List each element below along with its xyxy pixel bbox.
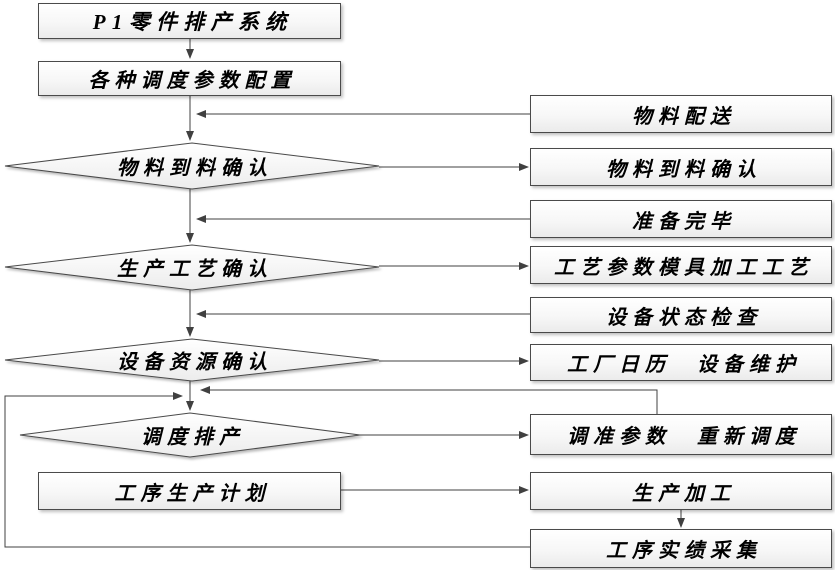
schedule-diamond-shape	[19, 412, 361, 458]
node-process-params: 工艺参数模具加工工艺	[530, 246, 832, 284]
node-material-confirm: 物料到料确认	[530, 148, 832, 186]
label-schedule-diamond: 调度排产	[141, 426, 245, 449]
node-equipment-check: 设备状态检查	[530, 297, 832, 333]
node-adjust-params: 调准参数 重新调度	[530, 414, 832, 455]
connector-collect-loop	[4, 392, 530, 548]
connector-reschedule-loop	[200, 386, 658, 414]
label-process-confirm-diamond: 生产工艺确认	[117, 258, 273, 281]
label-equipment-confirm-diamond: 设备资源确认	[117, 351, 273, 374]
node-material-delivery: 物料配送	[530, 95, 832, 133]
node-factory-calendar: 工厂日历 设备维护	[530, 344, 832, 381]
node-production: 生产加工	[530, 472, 832, 510]
material-confirm-diamond-shape	[4, 142, 380, 190]
node-process-plan: 工序生产计划	[38, 472, 341, 510]
node-param-config: 各种调度参数配置	[38, 61, 341, 96]
node-p1-system: P1零件排产系统	[38, 3, 341, 39]
equipment-confirm-diamond-shape	[4, 338, 380, 382]
label-material-confirm-diamond: 物料到料确认	[117, 157, 273, 180]
process-confirm-diamond-shape	[4, 244, 380, 291]
node-ready-done: 准备完毕	[530, 200, 832, 238]
node-result-collect: 工序实绩采集	[530, 529, 832, 568]
